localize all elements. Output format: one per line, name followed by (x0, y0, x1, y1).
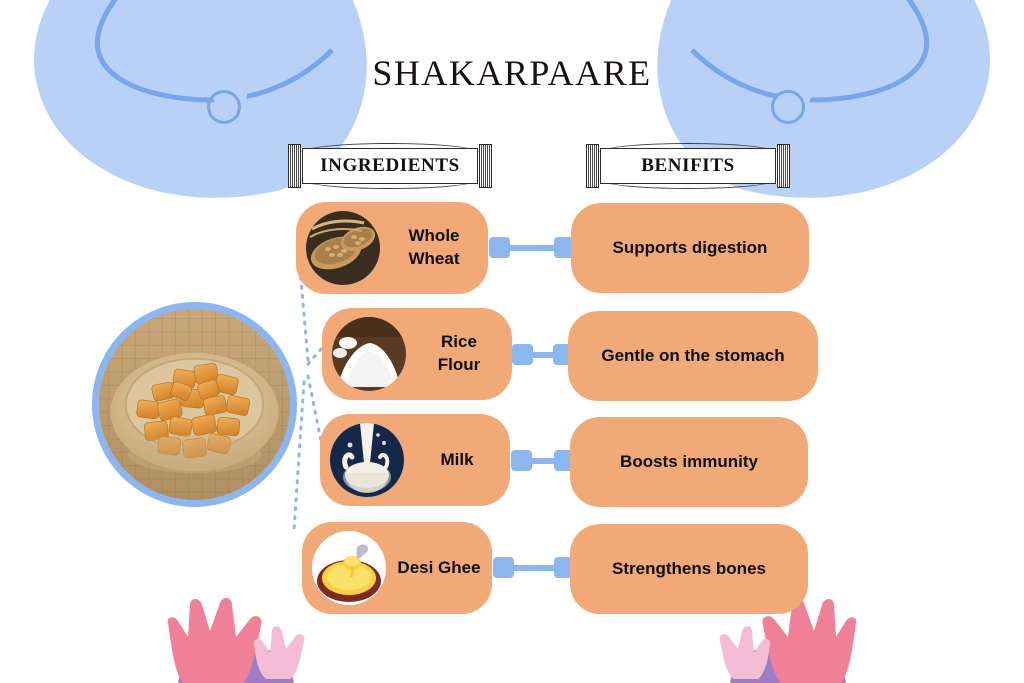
page-title: SHAKARPAARE (372, 53, 652, 93)
banner-pleat-right-icon (777, 144, 790, 188)
ingredient-label: Milk (440, 449, 474, 469)
connector-node-right (554, 557, 575, 578)
banner-box: BENIFITS (600, 148, 776, 184)
ingredient-card-whole-wheat[interactable]: Whole Wheat (296, 202, 488, 294)
ring-outline-circle (207, 90, 241, 124)
benefit-label: Boosts immunity (620, 452, 758, 471)
purple-mound-right (730, 643, 846, 683)
ingredient-card-desi-ghee[interactable]: Desi Ghee (302, 522, 492, 614)
benefit-card-supports-digestion[interactable]: Supports digestion (571, 203, 809, 293)
shakarpaare-bowl-image (99, 309, 290, 500)
ingredients-header-label: INGREDIENTS (320, 155, 460, 176)
banner-top-curve (598, 143, 778, 153)
dotted-connector-lines (292, 244, 326, 532)
ingredient-card-milk[interactable]: Milk (320, 414, 510, 506)
ring-outline-circle (771, 90, 805, 124)
connector-row-3 (511, 450, 575, 472)
benefit-label: Gentle on the stomach (601, 346, 785, 365)
banner-top-curve (300, 143, 480, 153)
rice-flour-photo-icon (332, 317, 406, 391)
ingredient-card-rice-flour[interactable]: Rice Flour (322, 308, 512, 400)
benefits-header-banner: BENIFITS (586, 143, 790, 189)
ingredient-label: Whole Wheat (408, 226, 460, 268)
connector-node-right (554, 237, 575, 258)
banner-box: INGREDIENTS (302, 148, 478, 184)
connector-bar (521, 458, 565, 464)
pink-tulip-flower-left (167, 598, 262, 683)
ingredients-header-banner: INGREDIENTS (288, 143, 492, 189)
connector-bar (522, 352, 564, 358)
connector-node-right (554, 450, 575, 471)
banner-pleat-right-icon (479, 144, 492, 188)
blue-blob-top-right (632, 0, 1018, 236)
connector-row-2 (512, 344, 574, 366)
banner-pleat-left-icon (288, 144, 301, 188)
benefit-card-gentle-on-the-stomach[interactable]: Gentle on the stomach (568, 311, 818, 401)
benefit-label: Supports digestion (612, 238, 768, 257)
benefit-card-strengthens-bones[interactable]: Strengthens bones (570, 524, 808, 614)
banner-bottom-curve (598, 179, 778, 189)
shakarpaare-hero-photo (92, 302, 297, 507)
connector-node-left (512, 344, 533, 365)
benefits-header-label: BENIFITS (641, 155, 735, 176)
connector-node-left (489, 237, 510, 258)
benefit-label: Strengthens bones (612, 559, 766, 578)
connector-row-4 (493, 557, 575, 579)
connector-row-1 (489, 237, 575, 259)
banner-pleat-left-icon (586, 144, 599, 188)
whole-wheat-photo-icon (306, 211, 380, 285)
milk-photo-icon (330, 423, 404, 497)
pink-small-flower-right (719, 626, 771, 679)
connector-bar (499, 245, 565, 251)
desi-ghee-photo-icon (312, 531, 386, 605)
ingredient-label: Rice Flour (437, 332, 481, 374)
connector-bar (503, 565, 565, 571)
connector-node-left (511, 450, 532, 471)
benefit-card-boosts-immunity[interactable]: Boosts immunity (570, 417, 808, 507)
purple-mound-left (178, 643, 294, 683)
ingredient-label: Desi Ghee (397, 557, 481, 577)
banner-bottom-curve (300, 179, 480, 189)
connector-node-left (493, 557, 514, 578)
pink-small-flower-left (253, 626, 305, 679)
